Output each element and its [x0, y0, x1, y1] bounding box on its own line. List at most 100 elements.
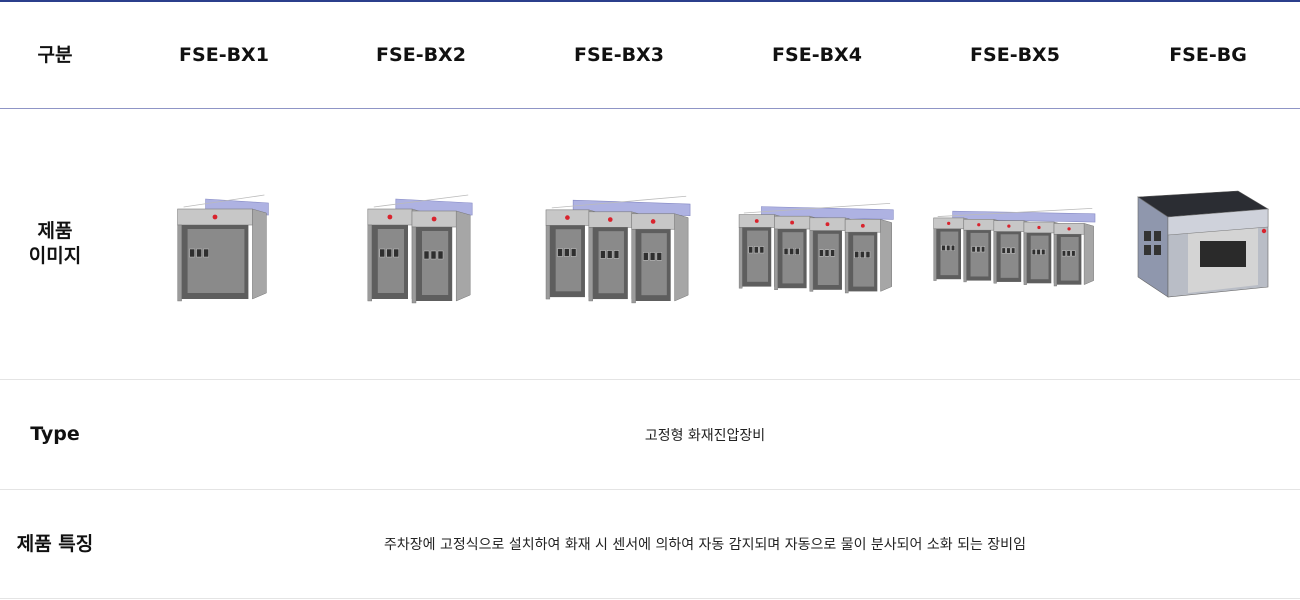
booth-inner-wall: [1000, 234, 1019, 278]
sensor-light: [947, 221, 951, 226]
booth-post: [631, 229, 636, 304]
feature-row: 제품 특징 주차장에 고정식으로 설치하여 화재 시 센서에 의하여 자동 감지…: [0, 490, 1300, 599]
booth-window: [430, 250, 437, 260]
header-label: 구분: [37, 43, 73, 66]
booth-inner-wall: [1030, 235, 1049, 280]
sensor-light: [387, 214, 393, 220]
image-row-label-line-2: 이미지: [28, 245, 82, 267]
booth-window: [759, 246, 765, 254]
roof-rail: [937, 208, 1093, 217]
booth-window: [951, 244, 955, 251]
booth-side-panel: [455, 210, 471, 302]
fire-booth-illustration: [933, 208, 1096, 287]
model-header-fse-bx1: FSE-BX1: [179, 44, 269, 66]
booth-inner-wall: [555, 229, 582, 292]
booth-post: [367, 224, 372, 302]
model-header-fse-bg: FSE-BG: [1169, 44, 1247, 66]
table-top-rule: [0, 0, 1300, 2]
type-row-value: 고정형 화재진압장비: [644, 427, 766, 444]
booth-window: [860, 251, 865, 259]
product-image-fse-bx2: [323, 109, 519, 379]
booth-window: [386, 248, 392, 258]
booth-window: [971, 246, 976, 253]
booth-window: [196, 248, 202, 258]
header-row: 구분 FSE-BX1 FSE-BX2 FSE-BX3 FSE-BX4 FSE-B…: [0, 2, 1300, 109]
booth-window: [1061, 250, 1066, 257]
sensor-light: [825, 222, 830, 227]
booth-window: [607, 250, 613, 259]
booth-post: [545, 225, 551, 300]
booth-inner-wall: [817, 233, 839, 285]
image-row: 제품 이미지: [0, 109, 1300, 380]
booth-window: [789, 247, 794, 255]
sensor-light: [431, 216, 437, 222]
product-image-fse-bx5: [917, 109, 1113, 379]
booth-window: [1011, 247, 1016, 254]
booth-inner-wall: [853, 235, 875, 287]
side-window: [1144, 245, 1151, 255]
booth-window: [643, 252, 649, 261]
booth-post: [1023, 232, 1027, 285]
booth-window: [437, 250, 444, 260]
booth-window: [1041, 249, 1046, 255]
booth-window: [865, 251, 871, 259]
booth-post: [411, 226, 417, 304]
booth-post: [774, 228, 778, 290]
type-row: Type 고정형 화재진압장비: [0, 380, 1300, 490]
booth-inner-wall: [598, 231, 624, 294]
booth-window: [600, 250, 606, 259]
booth-window: [783, 247, 789, 255]
booth-post: [993, 231, 997, 284]
booth-post: [844, 232, 849, 294]
booth-window: [1066, 250, 1071, 257]
side-window: [1154, 231, 1161, 241]
booth-window: [189, 248, 195, 258]
booth-inner-wall: [1060, 237, 1079, 281]
booth-side-panel: [252, 208, 267, 300]
booth-window: [570, 248, 577, 257]
booth-window: [946, 244, 951, 251]
booth-side-panel: [880, 219, 892, 292]
sensor-light: [860, 223, 865, 228]
booth-post: [738, 227, 743, 289]
booth-inner-wall: [940, 231, 959, 276]
booth-window: [613, 250, 620, 259]
sensor-light: [1007, 224, 1011, 228]
booth-post: [177, 224, 182, 302]
feature-row-label: 제품 특징: [16, 532, 94, 555]
booth-window: [748, 246, 753, 254]
booth-window: [941, 244, 946, 251]
type-row-label: Type: [30, 423, 80, 445]
booth-window: [649, 252, 656, 261]
sensor-light: [1067, 227, 1071, 231]
roof-rail: [183, 194, 265, 208]
model-header-fse-bx4: FSE-BX4: [772, 44, 862, 66]
sensor-light: [650, 219, 656, 224]
booth-inner-wall: [747, 230, 769, 282]
booth-window: [656, 252, 662, 261]
product-image-fse-bx4: [719, 109, 915, 379]
fire-booth-enclosed-illustration: [1137, 190, 1269, 298]
booth-post: [809, 230, 814, 292]
booth-window: [824, 249, 830, 257]
booth-window: [830, 249, 835, 257]
booth-inner-wall: [782, 232, 804, 284]
side-window: [1154, 245, 1161, 255]
booth-window: [976, 246, 981, 253]
fire-booth-illustration: [738, 203, 894, 294]
model-header-fse-bx5: FSE-BX5: [970, 44, 1060, 66]
booth-window: [795, 247, 800, 255]
booth-window: [754, 246, 759, 254]
fire-booth-illustration: [177, 194, 269, 302]
sensor-light: [212, 214, 218, 220]
side-window: [1144, 231, 1151, 241]
booth-window: [1001, 247, 1006, 254]
roof-rail: [743, 203, 891, 214]
booth-inner-wall: [970, 232, 989, 277]
booth-post: [933, 228, 937, 281]
sensor-light: [607, 217, 613, 222]
booth-side-panel: [1083, 223, 1094, 286]
model-header-fse-bx3: FSE-BX3: [574, 44, 664, 66]
booth-inner-wall: [641, 233, 667, 296]
